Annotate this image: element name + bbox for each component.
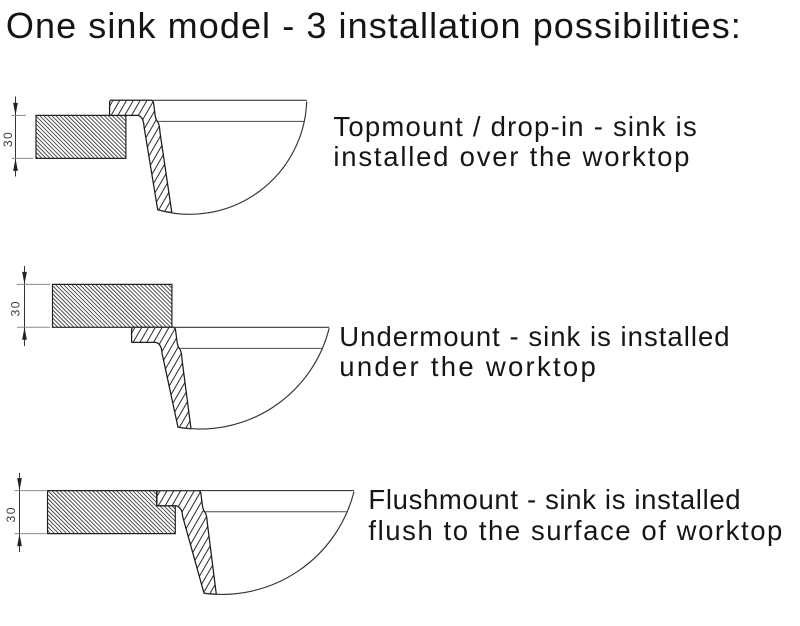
- svg-text:30: 30: [4, 506, 18, 522]
- svg-text:30: 30: [9, 300, 23, 316]
- svg-text:30: 30: [1, 131, 15, 147]
